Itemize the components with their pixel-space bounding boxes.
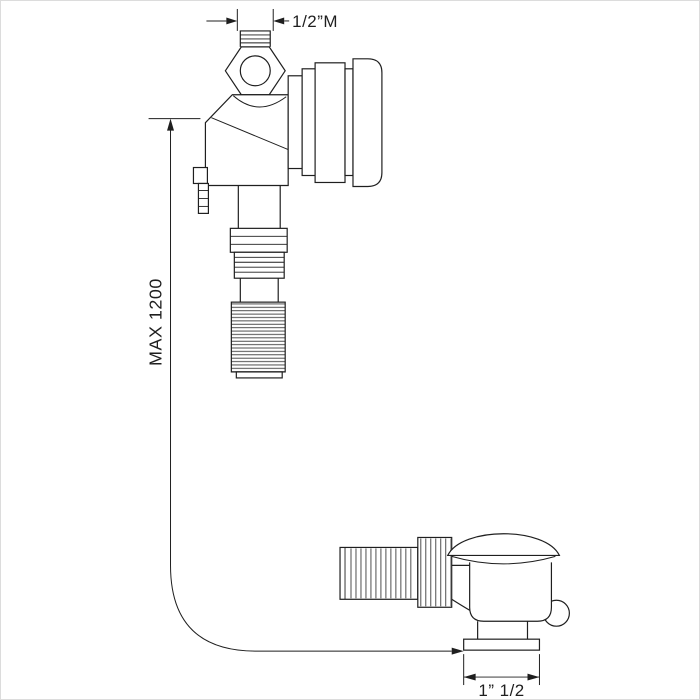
arrow-left-icon — [463, 673, 476, 681]
hex-nut — [224, 46, 286, 96]
arrow-up-icon — [167, 118, 175, 131]
bleed-screw — [192, 166, 210, 214]
waste-drain-unit — [339, 533, 570, 651]
tailpiece-flange — [463, 638, 541, 651]
dome-cap — [446, 533, 561, 557]
max-length-label: MAX 1200 — [146, 278, 166, 366]
drawing-root: 1/2”M — [146, 8, 570, 699]
threaded-section — [230, 301, 286, 373]
arrow-right-icon — [226, 17, 238, 25]
knurled-nut — [417, 536, 453, 608]
dimension-top-thread: 1/2”M — [206, 8, 338, 31]
dimension-max-length: MAX 1200 — [146, 118, 464, 655]
hex-nut-bore — [239, 55, 271, 87]
top-thread-label: 1/2”M — [292, 12, 338, 31]
bottom-thread-label: 1” 1/2 — [478, 681, 524, 699]
supply-filler-unit — [192, 30, 383, 379]
valve-body — [204, 94, 289, 187]
arrow-right-icon — [527, 673, 540, 681]
down-pipe — [229, 185, 288, 379]
waste-body — [469, 562, 553, 622]
filler-head-stack — [287, 58, 383, 188]
overflow-pipe — [339, 546, 419, 600]
arrow-left-icon — [273, 17, 285, 25]
dimension-bottom-thread: 1” 1/2 — [463, 654, 540, 699]
arrow-right-icon — [451, 647, 464, 655]
